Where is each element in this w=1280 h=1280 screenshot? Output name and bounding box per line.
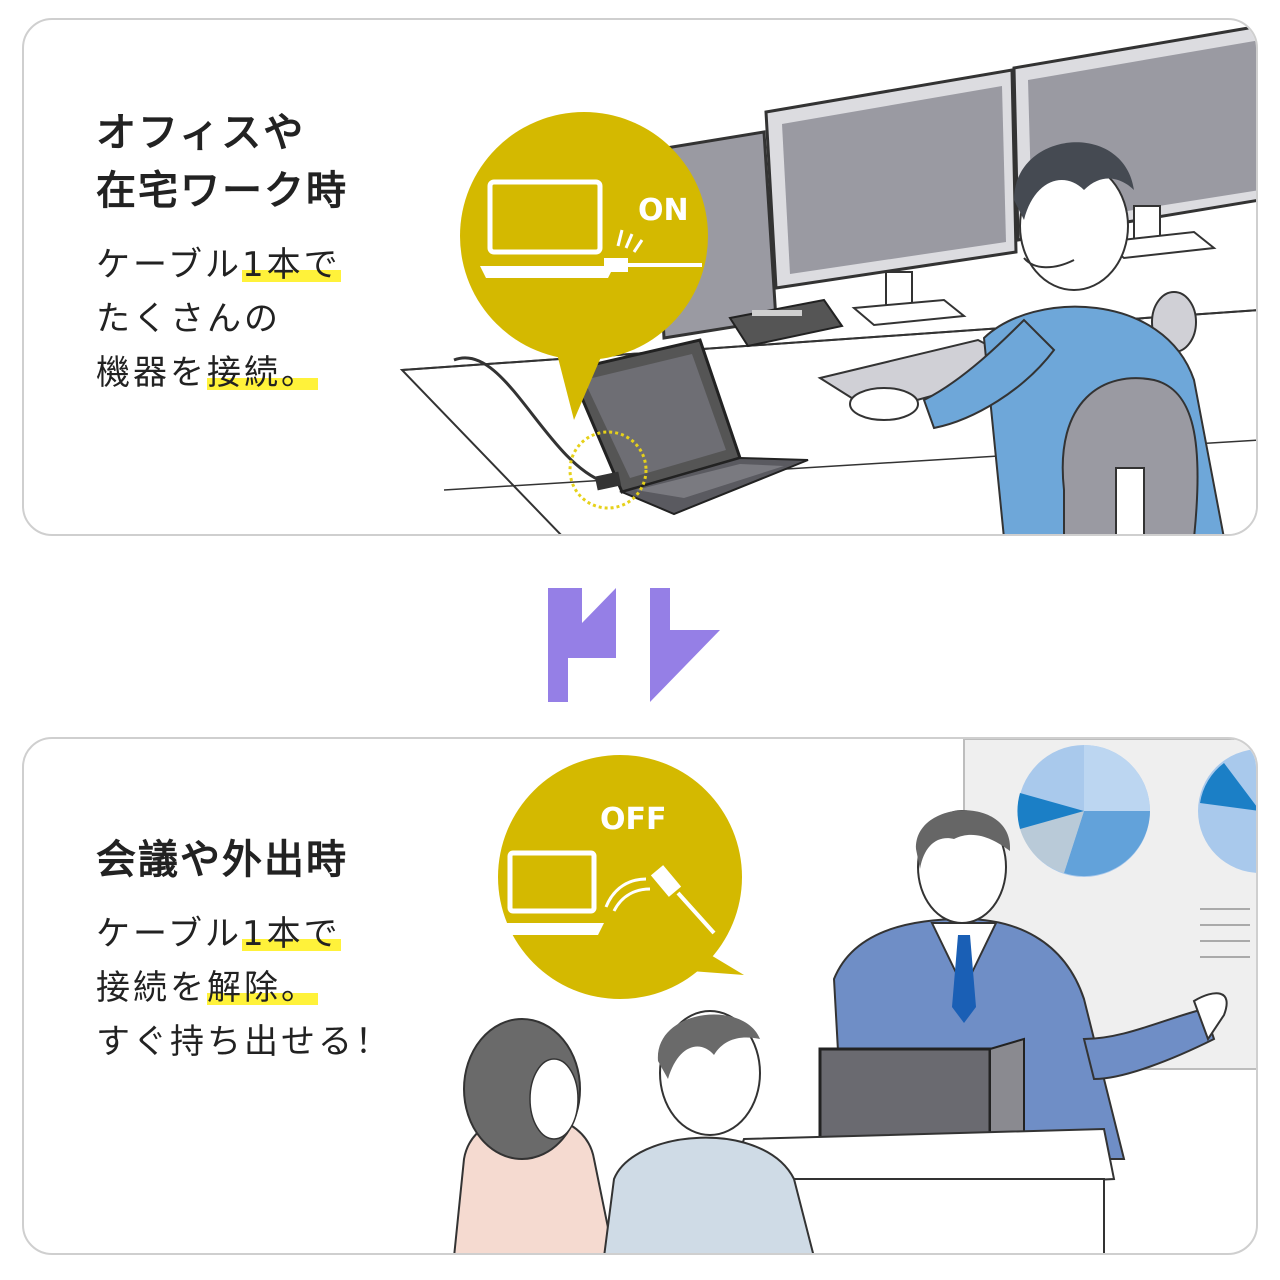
audience-man xyxy=(603,1010,815,1253)
docking-station xyxy=(728,298,844,348)
office-scene-panel: ON オフィスや 在宅ワーク時 ケーブル1本で たくさんの 機器を接続。 xyxy=(22,18,1258,536)
bottom-body-line-3: すぐ持ち出せる！ xyxy=(96,1022,392,1062)
usb-cable xyxy=(453,356,605,484)
top-body-line-1-text: ケーブル xyxy=(96,245,242,285)
cable-plug-icon xyxy=(604,229,702,272)
connection-highlight-ring xyxy=(568,430,648,510)
bottom-body-line-2-highlight: 解除。 xyxy=(207,968,318,1008)
off-label: OFF xyxy=(600,802,667,837)
bottom-body-line-1-text: ケーブル xyxy=(96,914,242,954)
bottom-copy: 会議や外出時 ケーブル1本で 接続を解除。 すぐ持ち出せる！ xyxy=(96,831,392,1069)
audience-woman xyxy=(453,1018,615,1253)
on-badge: ON xyxy=(460,112,708,420)
top-body-line-3-highlight: 接続。 xyxy=(207,353,318,393)
bottom-body: ケーブル1本で 接続を解除。 すぐ持ち出せる！ xyxy=(96,907,392,1069)
top-body-line-3: 機器を接続。 xyxy=(96,346,348,400)
bottom-body-line-2: 接続を解除。 xyxy=(96,961,392,1015)
top-body: ケーブル1本で たくさんの 機器を接続。 xyxy=(96,238,348,400)
meeting-illustration: OFF xyxy=(453,739,1256,1253)
cable-plug-icon xyxy=(604,865,716,935)
laptop xyxy=(567,338,809,516)
laptop-icon xyxy=(480,179,614,278)
top-title: オフィスや 在宅ワーク時 xyxy=(96,104,348,220)
bottom-body-line-2-text: 接続を xyxy=(96,968,207,1008)
on-label: ON xyxy=(638,193,689,228)
monitor-center xyxy=(764,68,1018,327)
laptop-icon xyxy=(500,850,604,935)
top-body-line-1-highlight: 1本で xyxy=(241,245,341,285)
office-illustration: ON xyxy=(399,25,1256,534)
top-title-line-2: 在宅ワーク時 xyxy=(96,168,348,214)
bottom-body-line-1: ケーブル1本で xyxy=(96,907,392,961)
top-body-line-2: たくさんの xyxy=(96,299,281,339)
top-body-line-1: ケーブル1本で xyxy=(96,238,348,292)
bottom-title: 会議や外出時 xyxy=(96,837,348,883)
office-chair xyxy=(1061,377,1199,534)
bottom-body-line-1-highlight: 1本で xyxy=(241,914,341,954)
top-body-line-3-text: 機器を xyxy=(96,353,207,393)
meeting-scene-panel: OFF 会議や外出時 ケーブル1本で 接続を解除。 すぐ持ち出せる！ xyxy=(22,737,1258,1255)
off-badge: OFF xyxy=(498,755,744,999)
top-copy: オフィスや 在宅ワーク時 ケーブル1本で たくさんの 機器を接続。 xyxy=(96,104,348,400)
swap-arrows-icon xyxy=(548,588,720,702)
top-title-line-1: オフィスや xyxy=(96,110,306,156)
